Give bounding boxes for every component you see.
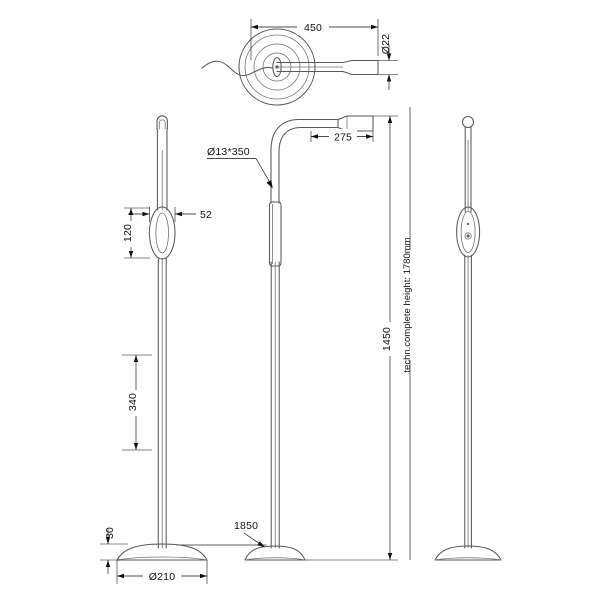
dim-275-arrow-left [311, 134, 318, 139]
note-height: techn.complete height: 1780mm [402, 107, 413, 560]
dim-340-label: 340 [127, 393, 139, 411]
dim-52: 52 [128, 207, 212, 222]
arm-head-plan [276, 59, 379, 76]
dim-340-text-bg [128, 390, 144, 416]
dimmer-oval-outer-right [456, 206, 481, 258]
base-right [434, 545, 502, 561]
dim-450: 450 [250, 19, 379, 60]
base-right-seam [434, 557, 502, 561]
dim-1450-text-bg [382, 322, 398, 356]
dim-30-arrow-bottom [105, 560, 111, 567]
dim-30: 30 [100, 527, 128, 574]
note-d13-350-label: Ø13*350 [207, 146, 250, 158]
dim-52-arrow-right [175, 211, 182, 217]
dim-d22-label: Ø22 [380, 34, 392, 54]
dim-340: 340 [122, 354, 152, 451]
lamp-head-center [337, 115, 374, 132]
base-center [244, 545, 306, 561]
dim-340-arrow-top [133, 355, 139, 362]
dim-450-arrow-left [251, 24, 258, 30]
dimmer-button-center-dot [466, 234, 470, 238]
dim-275-label: 275 [334, 132, 352, 144]
dimmer-button-right[interactable] [464, 232, 472, 240]
base-left [116, 543, 208, 561]
dim-30-label: 30 [104, 527, 116, 539]
dim-d210-text-bg [143, 568, 181, 584]
dimmer-oval-outer-left [148, 206, 176, 260]
dim-450-arrow-right [371, 24, 378, 30]
dimmer-oval-inner-right [460, 211, 476, 253]
head-cap-inner-left [158, 119, 166, 129]
dim-d210-arrow-left [117, 573, 124, 579]
dim-450-text-bg [297, 19, 329, 35]
note-1850: 1850 [234, 520, 265, 548]
note-1850-label: 1850 [234, 520, 258, 532]
dim-1450-label: 1450 [381, 327, 393, 351]
base-left-seam [116, 556, 208, 561]
gooseneck-inner-right [278, 126, 339, 204]
dim-120-arrow-bottom [128, 251, 134, 258]
dim-1450-arrow-top [387, 116, 393, 123]
dim-52-arrow-left [142, 211, 150, 217]
dimmer-sleeve-center [268, 201, 282, 267]
dim-275-arrow-right [366, 134, 373, 139]
dim-d22-arrow-bottom [386, 74, 392, 82]
base-center-seam [244, 557, 306, 561]
dimmer-indicator-dot[interactable] [467, 222, 470, 226]
dim-120-arrow-top [128, 208, 134, 215]
note-height-label: techn.complete height: 1780mm [402, 237, 413, 372]
side-view-center: 275 Ø13*350 1850 1450 [176, 107, 413, 561]
dim-52-label: 52 [200, 209, 212, 221]
head-circle-right [461, 115, 475, 129]
dim-30-arrow-top [105, 537, 111, 544]
power-cable-plan [201, 60, 273, 77]
gooseneck-outer-left [270, 118, 339, 204]
dim-d22: Ø22 [378, 34, 398, 90]
dim-1450: 1450 [305, 115, 398, 561]
note-d13-350: Ø13*350 [207, 146, 273, 189]
dim-d210-label: Ø210 [149, 571, 176, 583]
side-view-left: 52 120 340 [100, 115, 212, 584]
dim-d210-arrow-right [200, 573, 207, 579]
plan-view: 450 Ø22 [201, 19, 398, 106]
dim-450-label: 450 [304, 22, 322, 34]
dim-275: 275 [310, 129, 374, 144]
dim-1450-arrow-bottom [387, 553, 393, 560]
dim-120-text-bg [123, 221, 139, 247]
dim-d210: Ø210 [116, 560, 208, 584]
head-cap-left [156, 115, 168, 130]
note-1850-arrow [257, 541, 265, 548]
dim-120: 120 [122, 207, 150, 259]
dim-340-arrow-bottom [133, 443, 139, 450]
note-d13-350-arrow [266, 180, 273, 189]
dim-275-text-bg [329, 129, 357, 144]
dim-120-label: 120 [122, 224, 134, 242]
dimmer-oval-inner-left [155, 212, 169, 254]
dim-d22-arrow-top [386, 53, 392, 61]
front-view-right [434, 115, 502, 561]
